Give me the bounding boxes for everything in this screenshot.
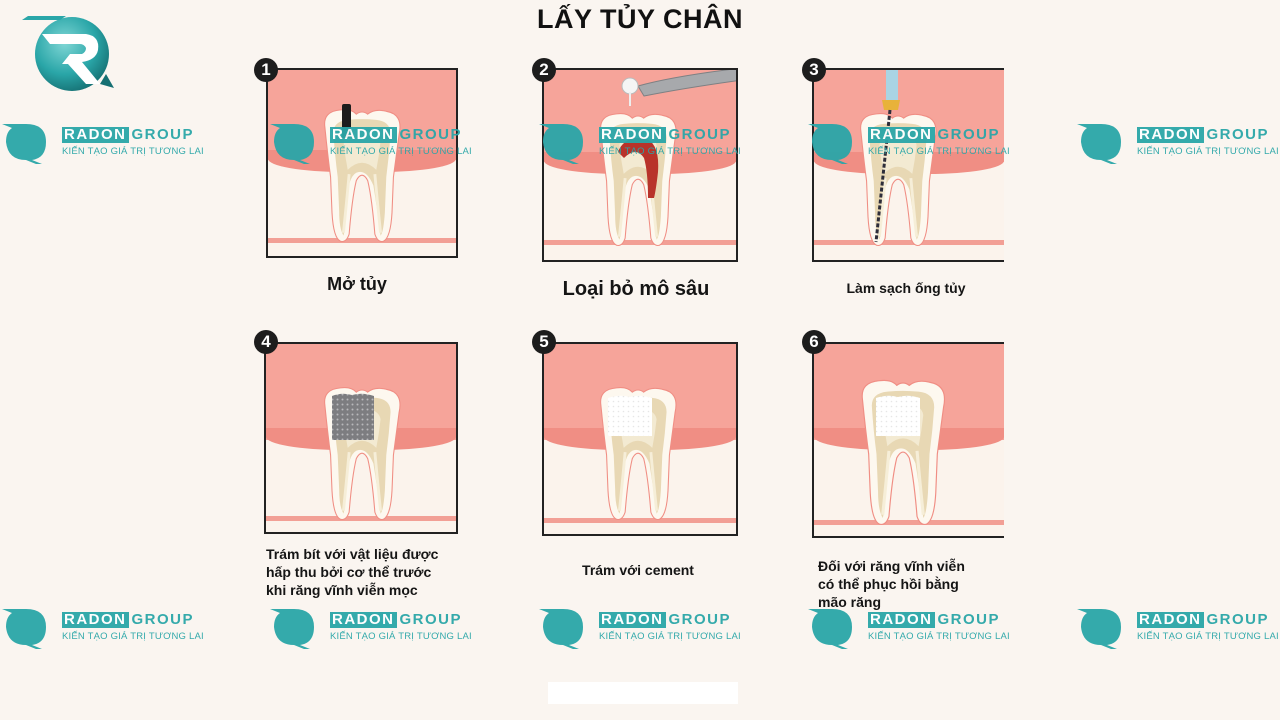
brand-group: GROUP [131, 611, 195, 628]
radon-r-logo-icon [2, 124, 46, 164]
brand-group: GROUP [668, 126, 732, 143]
step-caption-line-3: mão răng [818, 594, 882, 610]
step-illustration-6 [812, 342, 1004, 538]
brand-radon: RADON [599, 611, 666, 628]
brand-radon: RADON [599, 126, 666, 143]
brand-tagline: KIẾN TẠO GIÁ TRỊ TƯƠNG LAI [62, 631, 204, 642]
radon-r-logo-icon [808, 609, 852, 649]
brand-tagline: KIẾN TẠO GIÁ TRỊ TƯƠNG LAI [62, 146, 204, 157]
radon-r-logo-icon [539, 609, 583, 649]
infected-pulp-icon [618, 137, 659, 198]
step-caption: Loại bỏ mô sâu [562, 278, 710, 300]
radon-r-logo-icon [2, 609, 46, 649]
brand-radon: RADON [1137, 126, 1204, 143]
brand-radon: RADON [1137, 611, 1204, 628]
brand-group: GROUP [131, 126, 195, 143]
brand-tagline: KIẾN TẠO GIÁ TRỊ TƯƠNG LAI [599, 146, 741, 157]
brand-radon: RADON [330, 126, 397, 143]
radon-r-logo-icon [539, 124, 583, 164]
step-panel-5: 5 Trám với cement [530, 330, 750, 590]
brand-tagline: KIẾN TẠO GIÁ TRỊ TƯƠNG LAI [330, 146, 472, 157]
step-caption: Trám với cement [582, 562, 694, 578]
step-panel-2: 2 Loại bỏ mô sâu [530, 58, 750, 308]
brand-group: GROUP [937, 611, 1001, 628]
step-panel-1: 1 Mở tủy [252, 58, 462, 308]
brand-tagline: KIẾN TẠO GIÁ TRỊ TƯƠNG LAI [330, 631, 472, 642]
radon-r-logo-icon [270, 609, 314, 649]
endodontic-file-icon [874, 70, 900, 243]
brand-radon: RADON [62, 126, 129, 143]
gray-filling-icon [332, 393, 374, 440]
radon-r-logo-icon [270, 124, 314, 164]
brand-tagline: KIẾN TẠO GIÁ TRỊ TƯƠNG LAI [1137, 146, 1279, 157]
radon-r-logo-icon [22, 16, 114, 91]
step-panel-6: 6 Đối với răng vĩnh viễn có thể phục hồi… [800, 330, 1010, 610]
step-illustration-5 [542, 342, 738, 536]
step-illustration-3 [812, 68, 1004, 262]
step-number-badge: 5 [532, 330, 556, 354]
step-panel-3: 3 Làm sạch ống tủy [800, 58, 1004, 308]
brand-tagline: KIẾN TẠO GIÁ TRỊ TƯƠNG LAI [868, 631, 1010, 642]
brand-tagline: KIẾN TẠO GIÁ TRỊ TƯƠNG LAI [1137, 631, 1279, 642]
brand-group: GROUP [937, 126, 1001, 143]
radon-r-logo-icon [1077, 124, 1121, 164]
blank-bar [548, 682, 738, 704]
page-title: LẤY TỦY CHÂN [536, 4, 744, 34]
step-number-badge: 3 [802, 58, 826, 82]
step-number-badge: 1 [254, 58, 278, 82]
step-caption: Làm sạch ống tủy [846, 280, 966, 296]
step-number-badge: 6 [802, 330, 826, 354]
step-caption-line-2: có thể phục hồi bằng [818, 576, 959, 592]
brand-group: GROUP [399, 611, 463, 628]
step-illustration-2 [542, 68, 738, 262]
radon-r-logo-icon [808, 124, 852, 164]
brand-radon: RADON [868, 126, 935, 143]
brand-radon: RADON [62, 611, 129, 628]
step-number-badge: 2 [532, 58, 556, 82]
step-caption-line-1: Trám bít với vật liệu được [266, 546, 439, 562]
step-panel-4: 4 Trám bít với vật liệu được hấp thu bởi… [252, 330, 482, 600]
radon-r-logo-icon [1077, 609, 1121, 649]
dental-drill-icon [621, 70, 736, 106]
brand-radon: RADON [330, 611, 397, 628]
brand-group: GROUP [399, 126, 463, 143]
brand-group: GROUP [668, 611, 732, 628]
step-caption-line-3: khi răng vĩnh viễn mọc [266, 582, 418, 598]
brand-group: GROUP [1206, 126, 1270, 143]
step-number-badge: 4 [254, 330, 278, 354]
step-illustration-4 [264, 342, 458, 534]
step-caption-line-1: Đối với răng vĩnh viễn [818, 558, 965, 574]
cement-filling-icon [608, 395, 652, 436]
brand-group: GROUP [1206, 611, 1270, 628]
brand-tagline: KIẾN TẠO GIÁ TRỊ TƯƠNG LAI [599, 631, 741, 642]
step-caption: Mở tủy [327, 274, 387, 294]
brand-radon: RADON [868, 611, 935, 628]
corner-logo [20, 12, 120, 92]
cement-filling-icon [876, 395, 920, 436]
step-caption-line-2: hấp thu bởi cơ thể trước [266, 564, 432, 580]
brand-tagline: KIẾN TẠO GIÁ TRỊ TƯƠNG LAI [868, 146, 1010, 157]
